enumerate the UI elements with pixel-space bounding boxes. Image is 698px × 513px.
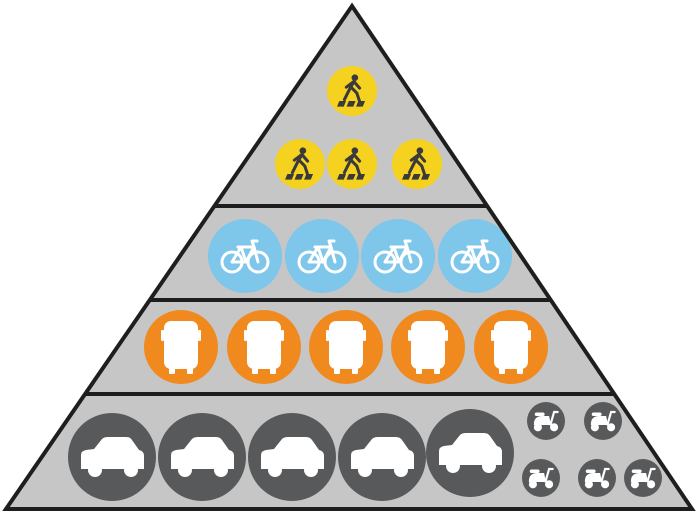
car-icon: [248, 413, 336, 501]
car-icon: [68, 413, 156, 501]
tier-bicycles: [208, 219, 512, 293]
scooter-icon: [624, 459, 662, 497]
bus-icon: [391, 310, 465, 384]
pedestrian-icon: [327, 139, 377, 189]
bus-icon: [309, 310, 383, 384]
tier-icons: [68, 66, 662, 501]
pedestrian-icon: [392, 139, 442, 189]
bus-icon: [474, 310, 548, 384]
bicycle-icon: [361, 219, 435, 293]
scooter-icon: [578, 459, 616, 497]
car-icon: [158, 413, 246, 501]
bicycle-icon: [285, 219, 359, 293]
car-icon: [338, 413, 426, 501]
pedestrian-icon: [327, 66, 377, 116]
tier-scooters: [522, 402, 662, 497]
pedestrian-icon: [275, 139, 325, 189]
scooter-icon: [527, 402, 565, 440]
tier-pedestrians: [275, 66, 442, 189]
car-icon: [426, 409, 514, 497]
bicycle-icon: [208, 219, 282, 293]
tier-cars: [68, 409, 514, 501]
bus-icon: [144, 310, 218, 384]
tier-buses: [144, 310, 548, 384]
bicycle-icon: [438, 219, 512, 293]
scooter-icon: [584, 402, 622, 440]
bus-icon: [227, 310, 301, 384]
scooter-icon: [522, 459, 560, 497]
